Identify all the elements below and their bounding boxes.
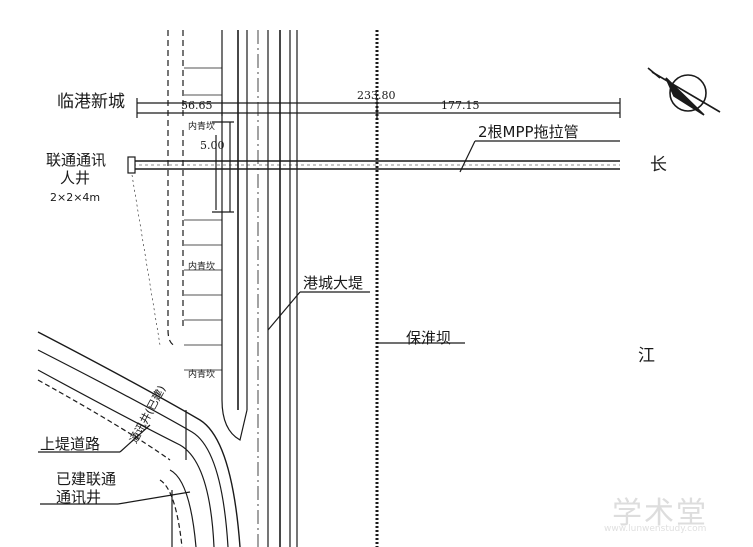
built-well-label-line2: 通讯井 [56, 488, 102, 506]
changjiang-jiang-label: 江 [638, 346, 655, 366]
road-curve-5 [159, 479, 183, 547]
road-curve-3 [37, 369, 215, 547]
inner-berm-label-2: 内青坎 [188, 262, 216, 272]
unicom-well-box [127, 156, 136, 174]
watermark-url: www.lunwenstudy.com [604, 524, 707, 534]
lingang-new-city-label: 临港新城 [57, 92, 125, 112]
dim-right-label: 177.15 [441, 99, 480, 112]
built-well-label-line1: 已建联通 [56, 470, 117, 488]
dim-total-label: 233.80 [357, 89, 396, 102]
mpp-pipe-label: 2根MPP拖拉管 [478, 123, 579, 141]
watermark-logo: 学术堂 [612, 496, 708, 531]
baohuai-dam-label: 保淮坝 [406, 329, 452, 347]
shangdi-road-label: 上堤道路 [40, 435, 101, 453]
inner-berm-dashed-edge [167, 30, 177, 347]
dim-left-label: 56.65 [181, 99, 213, 112]
dim-small-label: 5.00 [200, 139, 225, 152]
well-size-label: 2×2×4m [50, 191, 101, 204]
inner-berm-label-3: 内青坎 [188, 370, 216, 380]
road-curve-1 [37, 331, 241, 547]
unicom-well-label-line2: 人井 [60, 169, 91, 187]
road-curve-dashed [37, 379, 171, 461]
changjiang-chang-label: 长 [650, 155, 667, 175]
inner-berm-ticks [184, 67, 222, 371]
road-curve-4 [169, 469, 197, 547]
unicom-well-label-line1: 联通通讯 [46, 151, 107, 169]
inner-berm-label-1: 内青坎 [188, 122, 216, 132]
north-arrow-icon [647, 67, 721, 116]
pipe-leader [459, 140, 476, 173]
road-curve-2 [37, 349, 229, 547]
gangcheng-dike-label: 港城大堤 [303, 274, 364, 292]
